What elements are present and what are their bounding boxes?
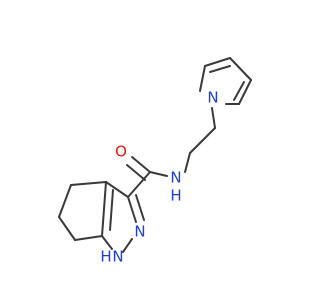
- bond: [127, 196, 137, 223]
- bond: [149, 171, 168, 177]
- bond: [101, 181, 107, 237]
- bond: [127, 171, 151, 198]
- bond: [131, 156, 151, 173]
- molecule-structure: O N H N N H N: [58, 57, 252, 266]
- bond: [199, 65, 206, 92]
- amide-nitrogen-label: N: [170, 169, 181, 187]
- bond: [58, 184, 72, 218]
- bond: [74, 235, 103, 241]
- pyrazole-nh-nitrogen-label: N: [112, 248, 123, 266]
- amide-hydrogen-label: H: [170, 187, 181, 205]
- bonds: [58, 57, 252, 253]
- bond: [184, 152, 191, 173]
- bond: [58, 216, 76, 241]
- bond: [229, 57, 252, 81]
- bond: [109, 189, 114, 231]
- molecule-canvas: O N H N N H N: [58, 57, 252, 266]
- bond: [126, 164, 146, 181]
- pyrazole-nitrogen-label: N: [134, 223, 145, 241]
- bond: [211, 107, 216, 129]
- bond: [105, 181, 129, 198]
- bond: [122, 238, 133, 253]
- pyrazole-hydrogen-label: H: [100, 248, 111, 266]
- bond: [233, 81, 245, 101]
- bond: [189, 127, 216, 154]
- bond: [135, 194, 145, 221]
- bond: [70, 181, 107, 186]
- bond: [101, 235, 113, 250]
- oxygen-atom-label: O: [115, 143, 127, 161]
- bond: [238, 79, 252, 105]
- atom-labels: O N H N N H N: [100, 89, 218, 266]
- pyrrole-nitrogen-label: N: [207, 89, 218, 107]
- bond: [204, 57, 231, 67]
- bond: [209, 65, 231, 73]
